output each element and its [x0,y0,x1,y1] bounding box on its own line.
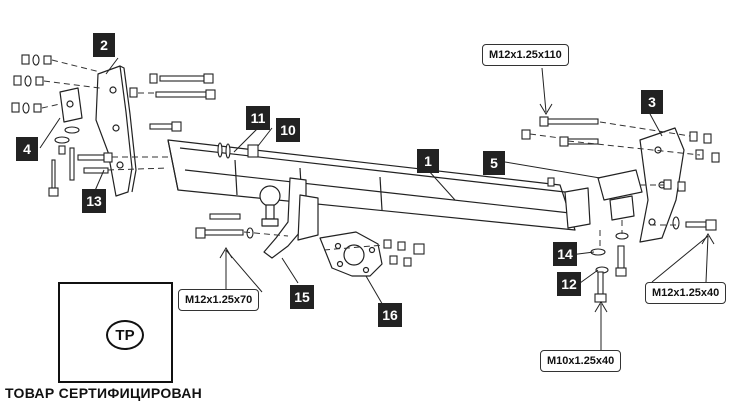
left-side-plate [59,87,83,123]
washer-and-nut-10-11 [217,142,259,159]
callout-part-10: 10 [276,118,300,142]
callout-part-2: 2 [93,33,115,57]
callout-part-14: 14 [553,242,577,266]
left-lower-bolts [48,126,113,197]
callout-part-13: 13 [82,189,106,213]
right-mount-plate [564,169,643,229]
certification-mark-letters: ТР [106,320,144,350]
certification-caption: ТОВАР СЕРТИФИЦИРОВАН [5,385,203,401]
callout-part-16: 16 [378,303,402,327]
assembly-guide-lines [41,59,701,251]
callout-part-5: 5 [483,151,505,175]
callout-part-4: 4 [16,137,38,161]
bolt-spec-right: M12x1.25x40 [645,282,727,304]
socket-bracket [319,231,383,277]
ball-mount-bolts [195,213,425,267]
callout-part-3: 3 [641,90,663,114]
bolt-spec-bottom: M10x1.25x40 [540,350,622,372]
tow-ball-assembly [259,177,319,259]
callout-part-15: 15 [290,285,314,309]
callout-part-11: 11 [246,106,270,130]
left-bracket [95,65,137,197]
left-top-bolts [11,54,216,132]
callout-part-12: 12 [557,272,581,296]
callout-part-1: 1 [417,149,439,173]
certification-mark-frame: ТР [58,282,173,383]
right-lower-bolts [547,177,629,303]
bolt-spec-left: M12x1.25x70 [178,289,260,311]
bolt-spec-top: M12x1.25x110 [482,44,569,66]
